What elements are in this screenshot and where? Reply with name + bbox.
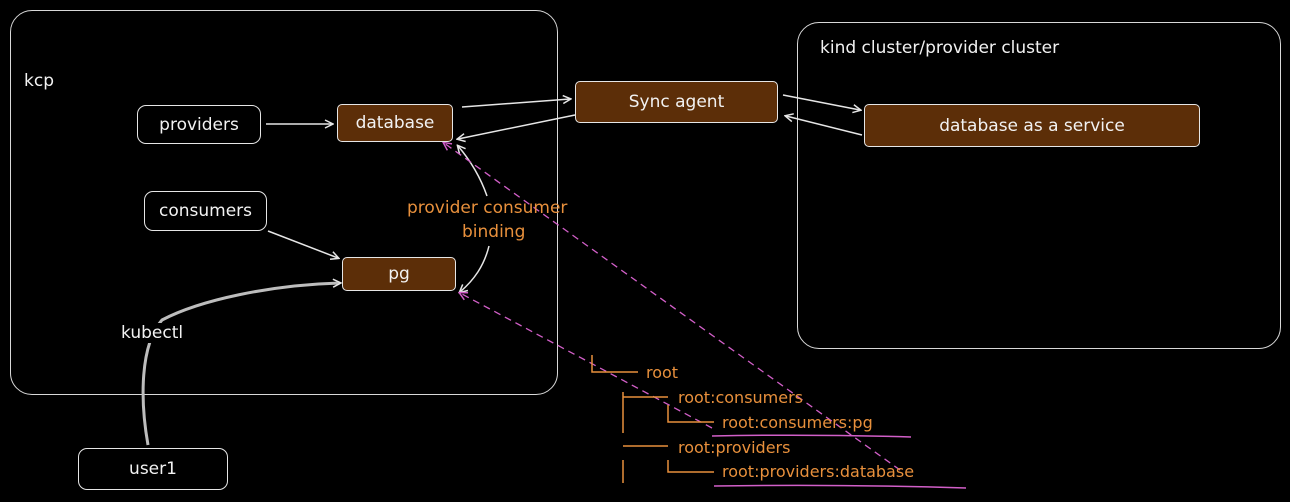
kubectl-label: kubectl: [121, 323, 184, 343]
kcp-region-label: kcp: [24, 71, 54, 91]
sync-agent-node: Sync agent: [575, 81, 778, 123]
edge-sync-agent-database: [458, 114, 576, 139]
pg-node: pg: [342, 257, 456, 291]
provider-cluster-region: [797, 22, 1281, 349]
edge-user1-pg: [141, 283, 340, 446]
workspace-tree-lines: [591, 355, 714, 483]
binding-label-line2: binding: [462, 222, 526, 242]
user1-node: user1: [78, 448, 228, 490]
edge-binding-up: [458, 146, 488, 197]
binding-label-line1: provider consumer: [407, 198, 568, 218]
tree-root-providers: root:providers: [678, 438, 791, 457]
tree-root: root: [646, 363, 679, 382]
provider-cluster-label: kind cluster/provider cluster: [820, 38, 1060, 58]
database-node: database: [337, 104, 453, 142]
edge-consumers-pg: [267, 230, 338, 258]
kcp-region: [10, 10, 558, 395]
consumers-node: consumers: [144, 191, 267, 231]
edge-database-sync-agent: [461, 99, 570, 108]
edge-binding-down: [460, 245, 490, 292]
database-as-a-service-node: database as a service: [864, 104, 1200, 147]
tree-root-consumers-pg: root:consumers:pg: [722, 413, 873, 432]
edge-service-sync-agent: [786, 116, 863, 136]
tree-root-consumers: root:consumers: [678, 388, 804, 407]
edge-sync-agent-service: [782, 94, 860, 110]
edge-tree-database: [444, 143, 901, 471]
underline-consumers-pg: [711, 434, 912, 438]
tree-root-providers-database: root:providers:database: [722, 462, 915, 481]
providers-node: providers: [137, 105, 261, 144]
edge-tree-pg: [460, 293, 713, 429]
underline-providers-database: [713, 484, 967, 489]
